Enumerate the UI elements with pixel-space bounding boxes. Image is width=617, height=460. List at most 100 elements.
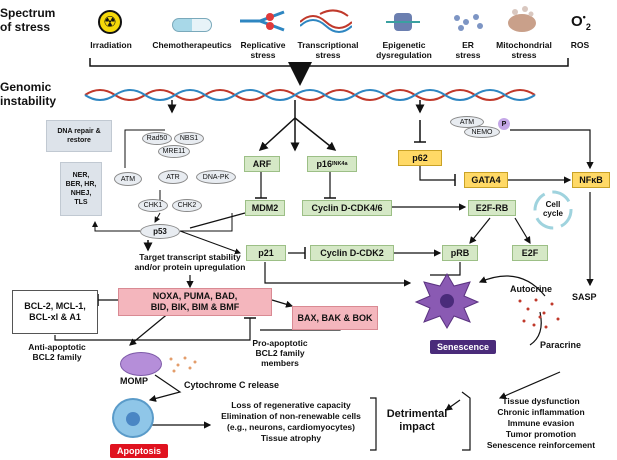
apoptotic-cell-icon	[112, 398, 154, 438]
anti-caption-2: BCL2 family	[32, 352, 82, 362]
outcome-line-3: Immune evasion	[507, 418, 575, 428]
capsule-icon	[172, 18, 212, 32]
outcome-line-1: Tissue dysfunction	[502, 396, 580, 406]
arf-box: ARF	[244, 156, 280, 172]
repair-pathways-box: NER, BER, HR, NHEJ, TLS	[60, 162, 102, 216]
p62-box: p62	[398, 150, 442, 166]
cytochrome-c-label: Cytochrome C release	[184, 380, 280, 390]
loss-line-2: Elimination of non-renewable cells	[221, 411, 361, 421]
detrimental-line-1: Detrimental	[386, 408, 448, 420]
nucleosome-icon	[386, 10, 420, 34]
chk1-oval: CHK1	[138, 199, 168, 212]
nbs1-oval: NBS1	[174, 132, 204, 145]
atr-oval: ATR	[158, 170, 188, 184]
p16-label: p16	[316, 159, 332, 169]
phospho-marker: P	[498, 118, 510, 130]
ros-sub: 2	[585, 22, 591, 32]
autocrine-label: Autocrine	[510, 284, 553, 294]
mitochondria-icon	[505, 5, 539, 33]
target-line-1: Target transcript stability	[139, 252, 241, 262]
anti-line-2: BCL-xl & A1	[29, 312, 81, 322]
repair-line-2: restore	[67, 137, 91, 144]
chk2-oval: CHK2	[172, 199, 202, 212]
target-transcript-text: Target transcript stability and/or prote…	[100, 252, 280, 272]
er-stress-icon	[452, 12, 486, 32]
genomic-title-line-1: Genomic	[0, 80, 52, 94]
detrimental-impact-text: Detrimental impact	[380, 408, 454, 434]
stressor-3-line-2: stress	[315, 50, 341, 60]
gata4-box: GATA4	[464, 172, 508, 188]
p16-sup: INK4a	[331, 161, 348, 167]
stressor-4-line-1: Epigenetic	[382, 40, 426, 50]
anti-caption-1: Anti-apoptotic	[28, 342, 86, 352]
outcomes-text: Tissue dysfunction Chronic inflammation …	[474, 396, 608, 451]
loss-line-4: Tissue atrophy	[260, 433, 322, 443]
stressor-0-line-1: Irradiation	[90, 40, 132, 50]
stressor-5-line-1: ER	[462, 40, 474, 50]
outcome-line-5: Senescence reinforcement	[486, 440, 596, 450]
replication-fork-icon	[240, 10, 286, 32]
genomic-title: Genomic instability	[0, 80, 56, 108]
genomic-title-line-2: instability	[0, 94, 57, 108]
stressor-1-line-1: Chemotherapeutics	[152, 40, 232, 50]
pro-caption-3: members	[261, 358, 299, 368]
outcome-line-4: Tumor promotion	[505, 429, 577, 439]
cell-cycle-line-1: Cell	[545, 200, 561, 209]
stressor-3-line-1: Transcriptional	[297, 40, 359, 50]
stressor-label-ros: ROS	[565, 40, 595, 50]
nfkb-box: NFκB	[572, 172, 610, 188]
apoptosis-label: Apoptosis	[110, 444, 168, 458]
cyclin-d-cdk2-box: Cyclin D-CDK2	[310, 245, 394, 261]
cell-cycle-line-2: cycle	[542, 209, 564, 218]
stressor-5-line-2: stress	[455, 50, 481, 60]
detrimental-line-2: impact	[399, 421, 435, 433]
senescent-cell-icon	[414, 270, 480, 330]
pathway-line-3: NHEJ,	[70, 190, 92, 197]
stressor-4-line-2: dysregulation	[376, 50, 432, 60]
p53-oval: p53	[140, 224, 180, 239]
mdm2-box: MDM2	[245, 200, 285, 216]
stressor-label-chemotherapeutics: Chemotherapeutics	[152, 40, 232, 50]
loss-text: Loss of regenerative capacity Eliminatio…	[212, 400, 370, 444]
anti-line-1: BCL-2, MCL-1,	[24, 301, 86, 311]
e2f-rb-box: E2F-RB	[468, 200, 516, 216]
sasp-label: SASP	[572, 292, 597, 302]
senescence-label: Senescence	[430, 340, 496, 354]
bh3-only-box: NOXA, PUMA, BAD, BID, BIK, BIM & BMF	[118, 288, 272, 316]
pathway-line-2: BER, HR,	[65, 181, 97, 188]
loss-line-3: (e.g., neurons, cardiomyocytes)	[226, 422, 355, 432]
ros-dot: •	[582, 12, 586, 22]
sasp-particles-icon	[516, 295, 564, 335]
e2f-box: E2F	[512, 245, 548, 261]
pro-caption-1: Pro-apoptotic	[252, 338, 308, 348]
momp-label: MOMP	[120, 376, 148, 386]
paracrine-label: Paracrine	[540, 340, 582, 350]
stressor-6-line-2: stress	[511, 50, 537, 60]
pro-apoptotic-caption: Pro-apoptotic BCL2 family members	[238, 338, 322, 368]
transcription-icon	[300, 8, 352, 36]
pathway-line-4: TLS	[74, 199, 88, 206]
prb-box: pRB	[442, 245, 478, 261]
rad50-oval: Rad50	[142, 132, 172, 145]
bh3-line-2: BID, BIK, BIM & BMF	[150, 302, 240, 312]
atm-oval: ATM	[114, 172, 142, 186]
pro-apoptotic-box: BAX, BAK & BOK	[292, 306, 378, 330]
stressor-2-line-2: stress	[250, 50, 276, 60]
radiation-icon: ☢	[98, 10, 122, 34]
repair-line-1: DNA repair &	[57, 128, 101, 135]
bh3-line-1: NOXA, PUMA, BAD,	[152, 291, 238, 301]
pathway-line-1: NER,	[72, 172, 90, 179]
stressor-6-line-1: Mitochondrial	[496, 40, 552, 50]
cell-cycle-label: Cell cycle	[538, 200, 568, 218]
spectrum-title: Spectrum of stress	[0, 6, 55, 34]
mitochondrion-icon	[120, 352, 162, 376]
pro-caption-2: BCL2 family	[255, 348, 305, 358]
stressor-label-irradiation: Irradiation	[80, 40, 142, 50]
